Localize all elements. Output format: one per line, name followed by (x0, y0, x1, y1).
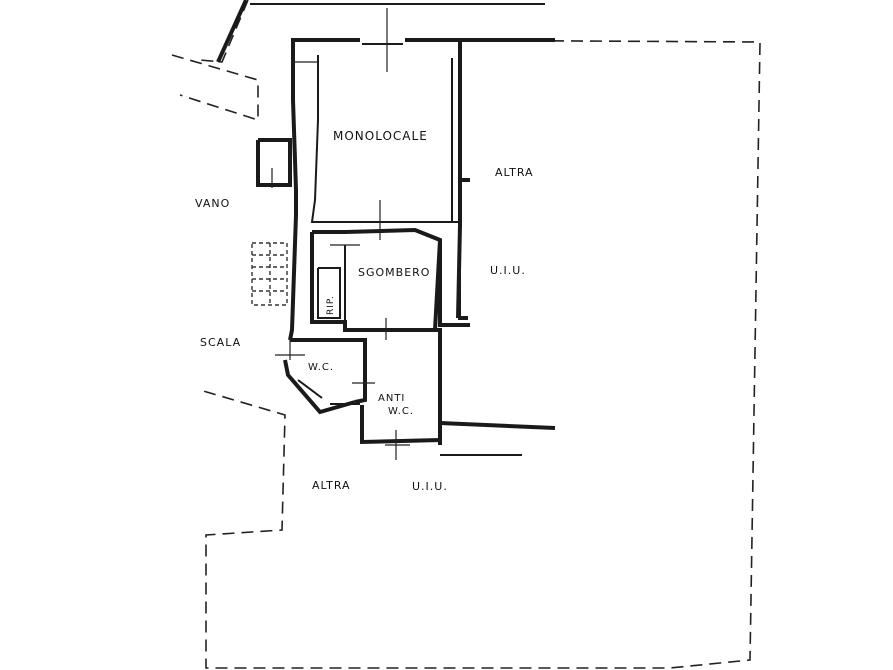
wc-door (297, 379, 323, 399)
wc-angled-wall (283, 359, 356, 415)
label-altra-top: ALTRA (495, 166, 534, 179)
outer-wall-left (288, 38, 360, 341)
label-altra-bottom: ALTRA (312, 479, 351, 492)
label-uiu-right: U.I.U. (490, 264, 526, 277)
anti-wc-wall (360, 328, 442, 445)
label-scala: SCALA (200, 336, 241, 349)
adjacent-unit-boundary (199, 39, 761, 669)
label-anti: ANTI (378, 393, 405, 404)
diagonal-wall (216, 0, 248, 63)
label-rip: RIP. (326, 295, 336, 315)
measure-crosses (271, 8, 410, 460)
label-vano: VANO (195, 197, 230, 210)
vano-dashed-boundary (171, 54, 259, 122)
label-monolocale: MONOLOCALE (333, 129, 428, 143)
wc-wall (290, 338, 367, 404)
door-top (360, 36, 405, 44)
rip-wall (317, 267, 341, 319)
label-uiu-bottom: U.I.U. (412, 480, 448, 493)
label-sgombero: SGOMBERO (358, 266, 430, 279)
right-wall-upper (439, 421, 556, 430)
uiu-boundary-wall (438, 240, 470, 327)
staircase (251, 242, 288, 306)
top-dashed-boundary (199, 0, 249, 63)
monolocale-wall (310, 55, 460, 223)
vano-structure (256, 138, 292, 187)
label-wc: W.C. (308, 362, 334, 373)
label-anti-wc: W.C. (388, 406, 414, 417)
